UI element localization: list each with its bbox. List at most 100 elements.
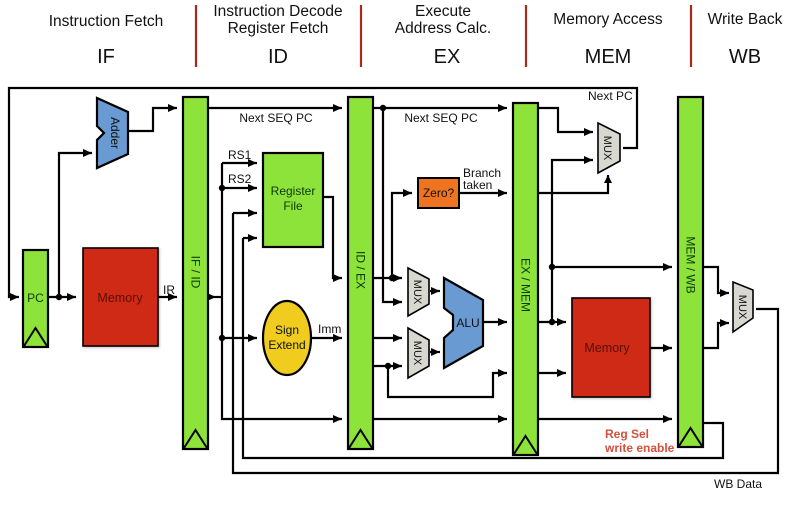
wire-instr-bus <box>220 163 342 421</box>
mux-label: MUX <box>411 280 423 305</box>
junction-dots <box>55 104 556 370</box>
sign-extend: Sign Extend <box>261 299 313 377</box>
arrowhead-icon <box>557 318 566 326</box>
next-seq-pc-label: Next SEQ PC <box>239 111 313 125</box>
mem-wb-label: MEM / WB <box>684 236 698 293</box>
wire-memwb-mem-data <box>702 321 729 350</box>
mux-label: MUX <box>411 341 423 366</box>
arrowhead-icon <box>67 293 76 301</box>
register-file-label-line2: File <box>283 199 303 213</box>
stage-ex-abbr: EX <box>434 46 461 68</box>
reg-sel-label: Reg Sel <box>605 427 649 441</box>
imm-label: Imm <box>318 322 341 336</box>
stage-id-title-line1: Instruction Decode <box>213 3 342 20</box>
rs2-label: RS2 <box>228 172 252 186</box>
wire-exmem-branch-taken <box>538 175 610 195</box>
alu-label: ALU <box>456 316 479 330</box>
arrowhead-icon <box>663 263 672 271</box>
wire-exmem-next-seq-pc <box>538 106 593 134</box>
instruction-memory-label: Memory <box>97 291 143 305</box>
next-seq-pc-label: Next SEQ PC <box>404 111 478 125</box>
ex-mem-label: EX / MEM <box>519 258 533 312</box>
arrowhead-icon <box>663 415 672 423</box>
clock-icon <box>348 428 373 449</box>
stage-wb-title: Write Back <box>708 11 783 28</box>
junction-dot <box>379 104 387 112</box>
id-ex-label: ID / EX <box>354 251 368 289</box>
mem-wb-register: MEM / WB <box>676 95 705 449</box>
arrowhead-icon <box>393 274 402 282</box>
adder-label: Adder <box>108 117 122 149</box>
ir-label: IR <box>163 283 175 297</box>
write-back-mux: MUX <box>732 280 754 334</box>
signal-labels: IR Next SEQ PC Next SEQ PC RS1 RS2 Imm B… <box>163 89 762 491</box>
write-enable-label: write enable <box>604 441 675 455</box>
sign-extend-label-line1: Sign <box>275 323 299 337</box>
arrowhead-icon <box>498 104 507 112</box>
stage-if-abbr: IF <box>97 46 115 68</box>
arrowhead-icon <box>431 287 440 295</box>
arrowhead-icon <box>403 189 412 197</box>
rs1-label: RS1 <box>228 148 252 162</box>
arrowhead-icon <box>333 415 342 423</box>
wire-reg-sel <box>241 238 725 460</box>
arrowhead-icon <box>248 159 257 167</box>
clock-icon <box>513 434 538 455</box>
wire-adder-to-ifid <box>128 106 177 133</box>
arrowhead-icon <box>663 344 672 352</box>
pc-label: PC <box>27 291 44 305</box>
junction-dot <box>55 293 63 301</box>
junction-dot <box>548 263 556 271</box>
stage-ex-title-line2: Address Calc. <box>395 20 491 37</box>
junction-dot <box>218 334 226 342</box>
arrowhead-icon <box>498 318 507 326</box>
arrowhead-icon <box>431 348 440 356</box>
wb-data-label: WB Data <box>714 477 762 491</box>
next-pc-label: Next PC <box>588 89 633 103</box>
wire-regfile-out <box>323 195 342 280</box>
arrowhead-icon <box>584 156 593 164</box>
arrowhead-icon <box>168 293 177 301</box>
alu: ALU <box>442 276 485 370</box>
arrowhead-icon <box>333 274 342 282</box>
branch-taken-label-line2: taken <box>463 178 492 192</box>
if-id-register: IF / ID <box>181 95 210 451</box>
stage-header: Instruction Fetch IF Instruction Decode … <box>49 3 783 68</box>
alu-input-mux-b: MUX <box>407 326 430 380</box>
arrowhead-icon <box>248 234 257 242</box>
arrowhead-icon <box>333 104 342 112</box>
arrowhead-icon <box>584 128 593 136</box>
pc-register: PC <box>21 248 50 349</box>
register-file-label-line1: Register <box>271 184 316 198</box>
adder: Adder <box>95 96 130 170</box>
pc-select-mux: MUX <box>597 121 621 175</box>
arrowhead-icon <box>393 298 402 306</box>
stage-wb-abbr: WB <box>729 46 761 68</box>
wire-reg-a-to-zero <box>390 191 412 278</box>
stage-id-abbr: ID <box>268 46 288 68</box>
arrowhead-icon <box>83 149 92 157</box>
stage-id-title-line2: Register Fetch <box>228 20 329 37</box>
arrowhead-icon <box>393 334 402 342</box>
stage-ex-title-line1: Execute <box>415 3 471 20</box>
wire-alu-to-pc-mux <box>550 158 593 267</box>
wire-pc-to-adder <box>57 151 92 297</box>
arrowhead-icon <box>248 184 257 192</box>
arrowhead-icon <box>720 289 729 297</box>
if-id-label: IF / ID <box>189 256 203 289</box>
wire-memwb-alu-result <box>702 265 729 295</box>
clock-icon <box>23 326 48 347</box>
clock-icon <box>678 426 703 447</box>
stage-if-title: Instruction Fetch <box>49 13 164 30</box>
alu-input-mux-a: MUX <box>407 266 430 318</box>
arrowhead-icon <box>498 369 507 377</box>
arrowhead-icon <box>720 319 729 327</box>
junction-dot <box>384 362 392 370</box>
arrowhead-icon <box>248 334 257 342</box>
instruction-memory: Memory <box>82 247 159 347</box>
arrowhead-icon <box>498 189 507 197</box>
id-ex-register: ID / EX <box>346 95 375 451</box>
wire-wb-data <box>231 213 780 475</box>
data-memory-label: Memory <box>584 341 630 355</box>
